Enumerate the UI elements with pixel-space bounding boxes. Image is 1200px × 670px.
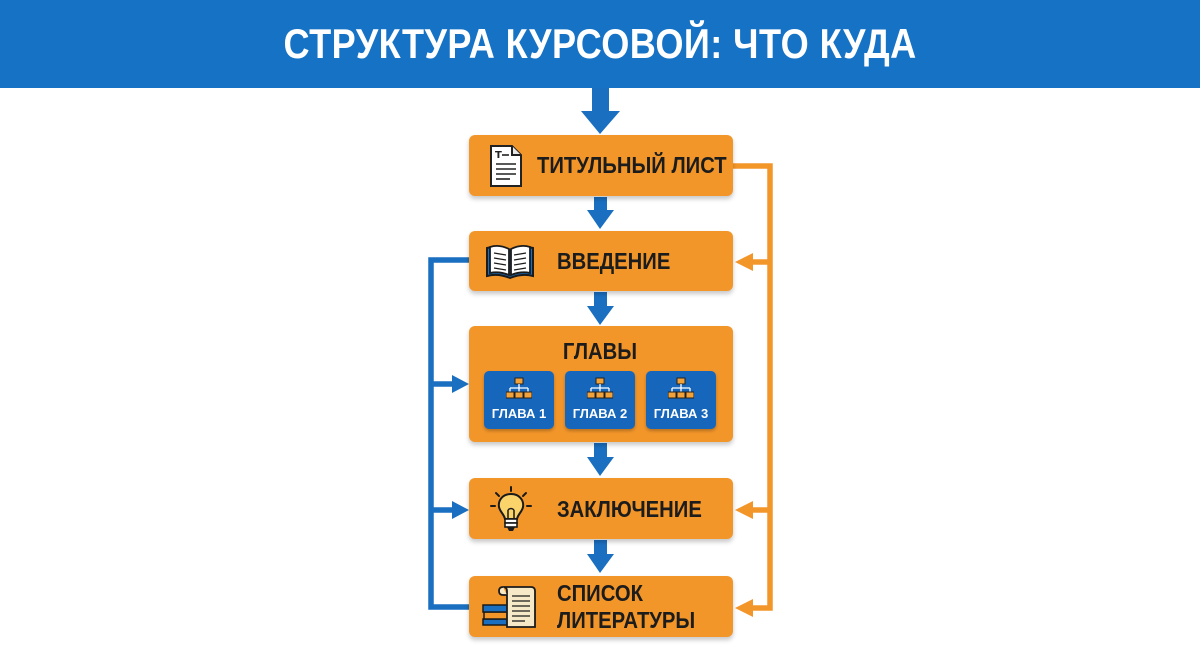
chapter-label: ГЛАВА 1 (491, 406, 547, 421)
node-chapters: ГЛАВЫ ГЛАВА 1 ГЛАВА 2 (469, 326, 733, 442)
node-title-page-label: ТИТУЛЬНЫЙ ЛИСТ (537, 152, 727, 178)
books-scroll-icon (482, 586, 536, 628)
node-conclusion-label: ЗАКЛЮЧЕНИЕ (557, 496, 702, 522)
chapter-card-2: ГЛАВА 2 (565, 371, 635, 429)
right-loop-arrows (733, 163, 773, 617)
node-bibliography: СПИСОК ЛИТЕРАТУРЫ (469, 576, 733, 637)
arrow-header-to-title (581, 88, 620, 134)
lightbulb-icon (490, 486, 532, 531)
chapter-label: ГЛАВА 3 (653, 406, 709, 421)
hierarchy-icon (506, 377, 532, 399)
node-introduction: ВВЕДЕНИЕ (469, 231, 733, 291)
arrow-conclusion-to-bibliography (587, 540, 614, 573)
svg-text:T: T (495, 150, 502, 161)
page-title: СТРУКТУРА КУРСОВОЙ: ЧТО КУДА (283, 20, 917, 67)
chapter-label: ГЛАВА 2 (572, 406, 628, 421)
document-icon: T (490, 145, 522, 187)
node-bibliography-label-line2: ЛИТЕРАТУРЫ (557, 607, 696, 633)
node-bibliography-label-line1: СПИСОК (557, 580, 643, 606)
chapter-card-1: ГЛАВА 1 (484, 371, 554, 429)
node-introduction-label: ВВЕДЕНИЕ (557, 248, 671, 274)
node-conclusion: ЗАКЛЮЧЕНИЕ (469, 478, 733, 539)
chapter-card-3: ГЛАВА 3 (646, 371, 716, 429)
header-banner: СТРУКТУРА КУРСОВОЙ: ЧТО КУДА (0, 0, 1200, 88)
left-loop-arrows (428, 257, 469, 610)
arrow-intro-to-chapters (587, 292, 614, 325)
node-chapters-label: ГЛАВЫ (562, 338, 638, 364)
open-book-icon (486, 244, 534, 280)
arrow-title-to-intro (587, 197, 614, 229)
hierarchy-icon (668, 377, 694, 399)
hierarchy-icon (587, 377, 613, 399)
node-title-page: T ТИТУЛЬНЫЙ ЛИСТ (469, 135, 733, 196)
arrow-chapters-to-conclusion (587, 443, 614, 476)
